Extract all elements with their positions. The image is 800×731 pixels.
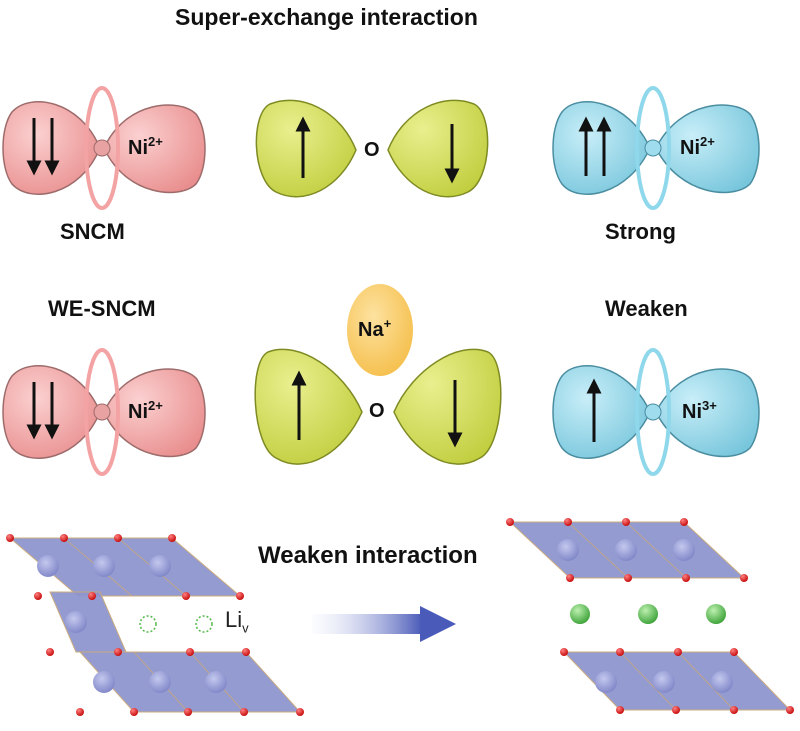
transformation-arrow (312, 606, 456, 642)
row1-left-orbital: Ni2+ (2, 86, 206, 210)
li-vacancy-marker (139, 615, 157, 633)
svg-text:Ni2+: Ni2+ (128, 134, 163, 159)
li-vacancy-subscript: v (242, 620, 249, 636)
na-ion-label: Na (358, 319, 384, 341)
left-layered-structure (6, 534, 304, 716)
we-sncm-label: WE-SNCM (48, 296, 156, 321)
ni-ion-label: Ni (680, 137, 700, 159)
li-ion-ball (638, 604, 658, 624)
li-ion-ball (570, 604, 590, 624)
ni-ion-label: Ni (128, 137, 148, 159)
li-ion-ball (706, 604, 726, 624)
li-vacancy-label: Liv (225, 607, 249, 635)
svg-text:Ni2+: Ni2+ (128, 398, 163, 423)
diagram-title: Super-exchange interaction (175, 4, 478, 30)
row2-oxygen-orbital: O (254, 348, 502, 465)
ni-charge-label: 2+ (148, 398, 163, 413)
ni-charge-label: 3+ (702, 398, 717, 413)
weaken-interaction-caption: Weaken interaction (258, 542, 478, 569)
ni-ion-label: Ni (128, 401, 148, 423)
row2-left-orbital: Ni2+ (2, 348, 206, 476)
svg-text:Ni2+: Ni2+ (680, 134, 715, 159)
right-layered-structure (506, 518, 794, 714)
oxygen-label: O (364, 139, 380, 161)
row1-oxygen-orbital: O (255, 99, 489, 198)
sodium-ion: Na+ (347, 284, 413, 376)
row2-right-orbital: Ni3+ (552, 348, 760, 476)
svg-text:Na+: Na+ (358, 316, 392, 341)
na-charge-label: + (384, 316, 392, 331)
oxygen-label: O (369, 400, 385, 422)
strong-label: Strong (605, 219, 676, 244)
weaken-label: Weaken (605, 296, 688, 321)
row1-right-orbital: Ni2+ (552, 86, 760, 210)
li-vacancy-symbol: Li (225, 607, 243, 632)
ni-charge-label: 2+ (148, 134, 163, 149)
svg-text:Ni3+: Ni3+ (682, 398, 717, 423)
sncm-label: SNCM (60, 219, 125, 244)
li-vacancy-marker (195, 615, 213, 633)
ni-charge-label: 2+ (700, 134, 715, 149)
ni-ion-label: Ni (682, 401, 702, 423)
